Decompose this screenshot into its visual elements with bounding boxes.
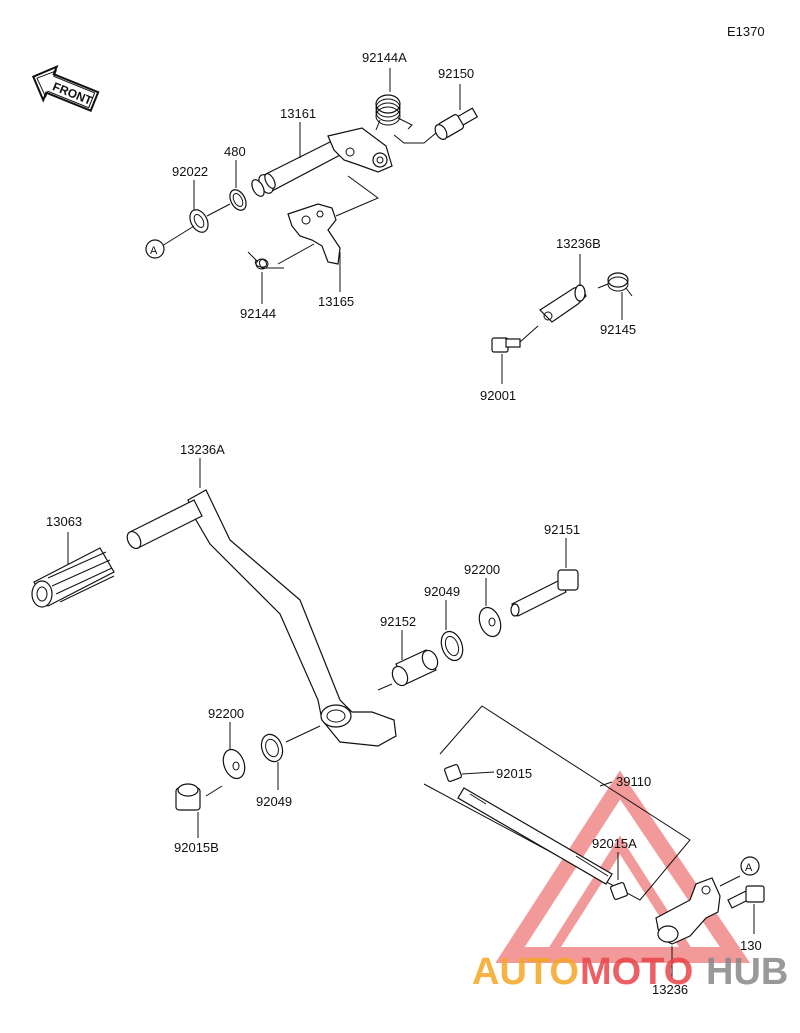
- label-13161: 13161: [280, 106, 316, 121]
- bolt-92001: [491, 337, 521, 353]
- label-13236: 13236: [652, 982, 688, 997]
- shift-shaft-13161: [251, 127, 393, 197]
- washer-92200-upper: [478, 606, 502, 638]
- label-92001: 92001: [480, 388, 516, 403]
- pawl-plate-13165: [287, 203, 341, 265]
- label-13063: 13063: [46, 514, 82, 529]
- svg-text:A: A: [745, 862, 753, 874]
- label-13165: 13165: [318, 294, 354, 309]
- nut-92015A: [609, 881, 629, 901]
- footpeg-rubber-13063: [31, 547, 115, 608]
- washer-92200-lower: [222, 748, 246, 780]
- label-92152: 92152: [380, 614, 416, 629]
- bolt-92151: [510, 569, 579, 617]
- bolt-130: [727, 885, 765, 909]
- bolt-92150: [434, 107, 479, 140]
- washer-92022: [189, 209, 209, 233]
- label-92145: 92145: [600, 322, 636, 337]
- nut-92015B: [175, 783, 201, 811]
- watermark-hub: HUB: [706, 951, 788, 993]
- pedal-13236A: [126, 489, 397, 747]
- nut-92015: [443, 763, 463, 783]
- label-130: 130: [740, 938, 762, 953]
- ref-marker-a-upper: A: [145, 239, 165, 259]
- label-92049-upper: 92049: [424, 584, 460, 599]
- lever-13236: [655, 877, 721, 945]
- label-480: 480: [224, 144, 246, 159]
- svg-text:A: A: [150, 245, 158, 257]
- watermark-logo: [495, 770, 751, 963]
- label-39110: 39110: [616, 774, 651, 789]
- label-92015A: 92015A: [592, 836, 637, 851]
- watermark-moto: MOTO: [580, 951, 693, 993]
- spring-92144: [247, 251, 284, 270]
- collar-92152: [391, 649, 439, 687]
- watermark-text: AUTO MOTO HUB: [472, 951, 788, 993]
- watermark-auto: AUTO: [472, 951, 579, 993]
- label-13236B: 13236B: [556, 236, 601, 251]
- label-92015B: 92015B: [174, 840, 219, 855]
- label-13236A: 13236A: [180, 442, 225, 457]
- label-92049-lower: 92049: [256, 794, 292, 809]
- diagram-code: E1370: [727, 24, 765, 39]
- label-92144A: 92144A: [362, 50, 407, 65]
- ref-marker-a-lower: A: [740, 856, 760, 876]
- lever-13236B: [539, 284, 587, 323]
- circlip-480: [229, 189, 247, 211]
- label-92015: 92015: [496, 766, 532, 781]
- label-92144: 92144: [240, 306, 276, 321]
- seal-92049-upper: [440, 630, 464, 662]
- shift-rod-39110: [457, 787, 613, 885]
- label-92150: 92150: [438, 66, 474, 81]
- label-92200-lower: 92200: [208, 706, 244, 721]
- label-92022: 92022: [172, 164, 208, 179]
- front-arrow-icon: FRONT: [31, 64, 100, 112]
- spring-92144A: [375, 94, 413, 131]
- label-92151: 92151: [544, 522, 580, 537]
- spring-92145: [607, 272, 633, 297]
- seal-92049-lower: [260, 733, 284, 763]
- label-92200-upper: 92200: [464, 562, 500, 577]
